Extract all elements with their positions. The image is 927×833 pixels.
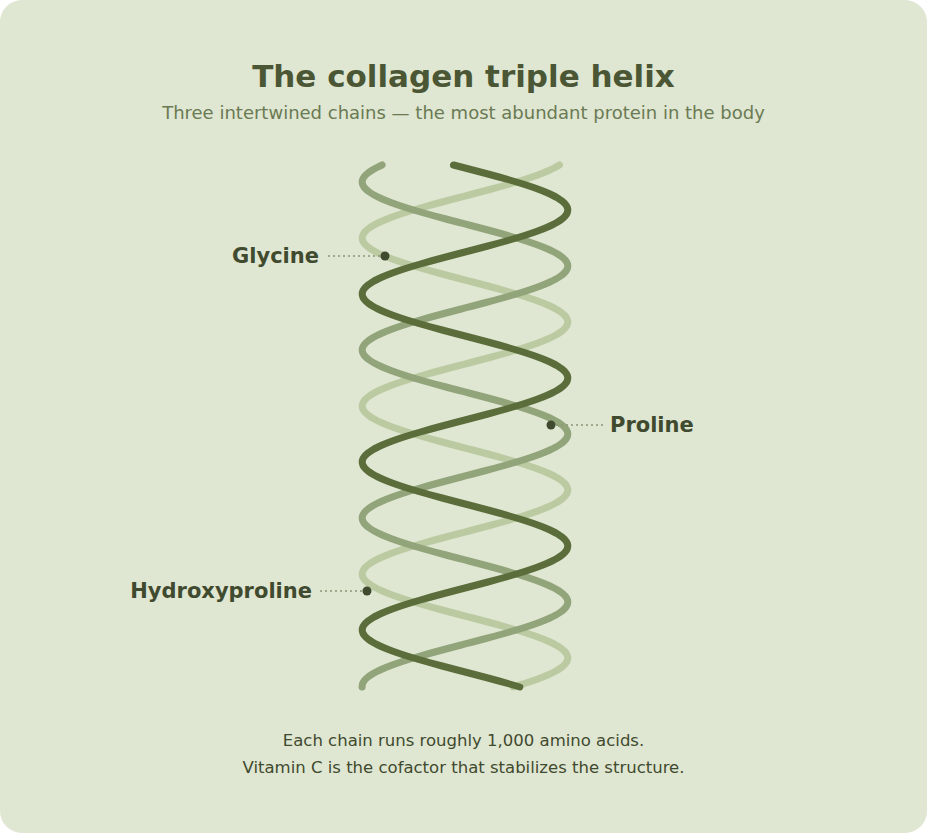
part-label: Proline: [610, 413, 694, 437]
part-label: Hydroxyproline: [130, 579, 312, 603]
leader-line: [326, 255, 385, 257]
helix-strands: [362, 165, 568, 687]
leader-line: [319, 590, 367, 592]
part-label: Glycine: [232, 244, 319, 268]
note-text: Vitamin C is the cofactor that stabilize…: [0, 758, 927, 777]
leader-dot: [547, 421, 556, 430]
leader-line: [551, 424, 604, 426]
diagram-title: The collagen triple helix: [0, 58, 927, 94]
helix-strand: [362, 165, 568, 687]
subtitle: Three intertwined chains — the most abun…: [0, 102, 927, 123]
leader-dot: [363, 587, 372, 596]
helix-strand: [362, 165, 568, 687]
leader-lines: [319, 256, 604, 591]
leader-dots: [363, 252, 556, 596]
note-text: Each chain runs roughly 1,000 amino acid…: [0, 731, 927, 750]
leader-dot: [381, 252, 390, 261]
helix-strand: [362, 165, 568, 687]
